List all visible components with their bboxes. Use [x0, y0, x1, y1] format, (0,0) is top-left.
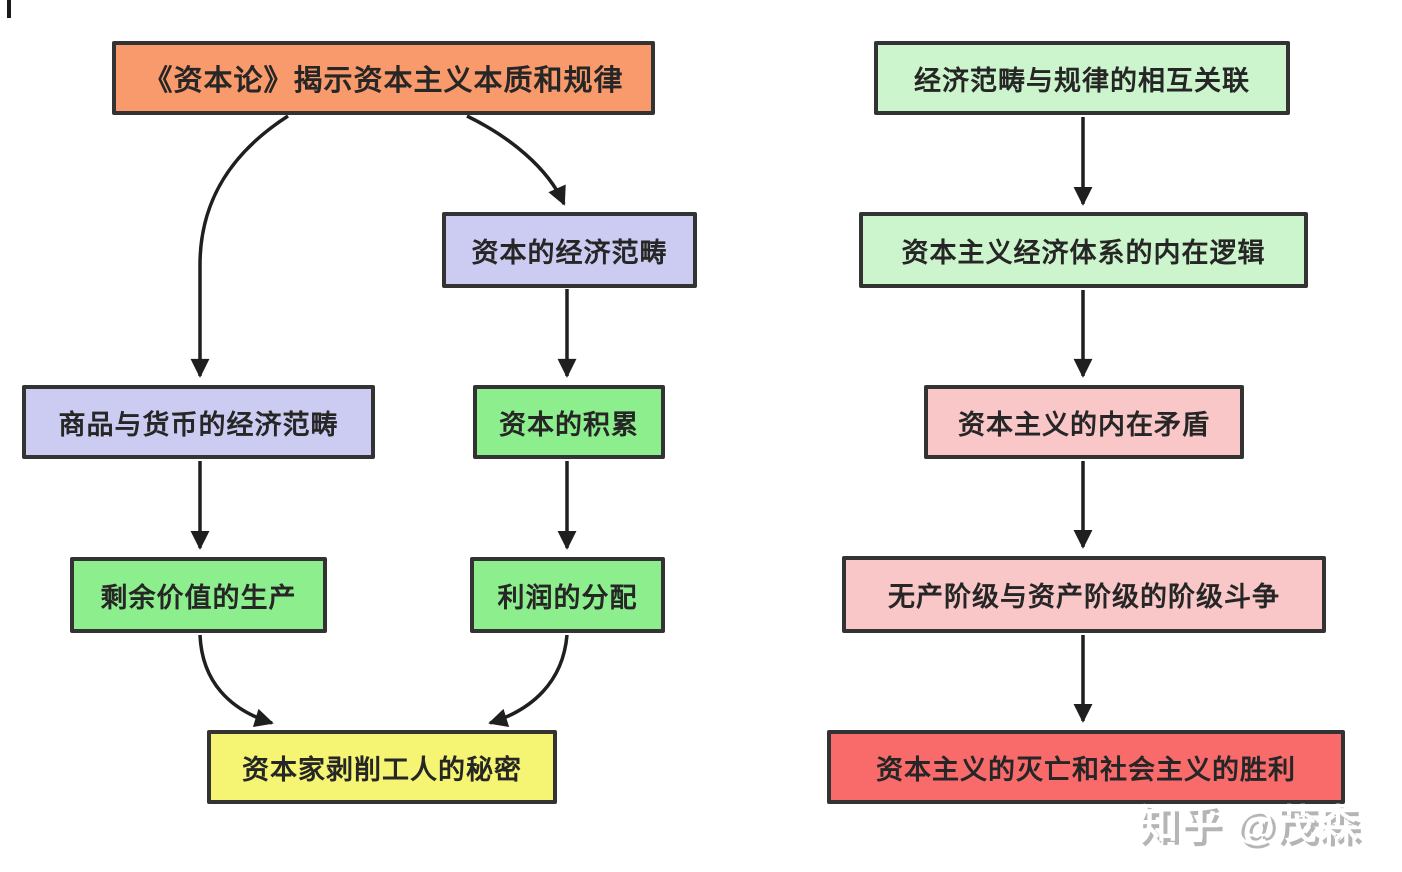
arrow-kapital-to-capital-category: [466, 114, 566, 206]
node-surplus-value-production: 剩余价值的生产: [70, 557, 327, 633]
arrow-profit-to-secret: [488, 634, 569, 728]
node-profit-distribution: 利润的分配: [470, 557, 665, 633]
node-commodity-money-category: 商品与货币的经济范畴: [22, 385, 375, 459]
node-capital-category: 资本的经济范畴: [442, 212, 697, 288]
node-class-struggle: 无产阶级与资产阶级的阶级斗争: [842, 556, 1326, 633]
node-category-law-link: 经济范畴与规律的相互关联: [874, 41, 1290, 115]
arrow-surplus-to-secret: [198, 634, 274, 728]
node-kapital: 《资本论》揭示资本主义本质和规律: [112, 41, 655, 115]
node-capital-accumulation: 资本的积累: [473, 385, 665, 459]
arrow-kapital-to-commodity: [190, 114, 289, 378]
node-internal-logic: 资本主义经济体系的内在逻辑: [859, 212, 1308, 288]
node-exploitation-secret: 资本家剥削工人的秘密: [207, 730, 557, 804]
cursor-artifact: [7, 0, 11, 18]
node-internal-contradiction: 资本主义的内在矛盾: [924, 385, 1244, 459]
node-socialism-victory: 资本主义的灭亡和社会主义的胜利: [827, 730, 1345, 804]
zhihu-watermark: 知乎 @茂森: [1138, 803, 1361, 847]
